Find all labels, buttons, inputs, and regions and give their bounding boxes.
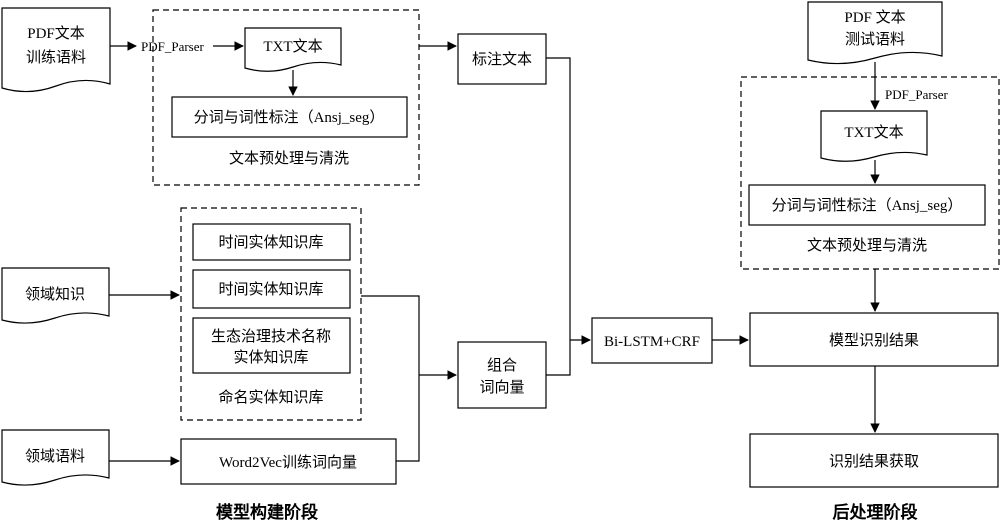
eco-kb-box (192, 317, 351, 374)
eco-kb-line1: 生态治理技术名称 (211, 328, 331, 345)
ner-kb-label: 命名实体知识库 (218, 388, 323, 406)
domain-knowledge-doc: 领域知识 (1, 267, 110, 324)
preprocess-group-left (152, 9, 420, 186)
bilstm-box (591, 317, 713, 364)
time-kb-box-1 (192, 223, 351, 261)
txt-doc-right: TXT文本 (820, 110, 928, 162)
preprocess-group-right (740, 76, 1000, 270)
model-result-label: 模型识别结果 (829, 332, 919, 349)
domain-corpus-doc: 领域语料 (1, 429, 110, 486)
combined-vec-line1: 组合 (487, 357, 517, 374)
stage-build-label: 模型构建阶段 (216, 502, 318, 523)
preprocess-left-label: 文本预处理与清洗 (229, 150, 349, 167)
edge-annotated-to-join (546, 57, 571, 340)
pdf-test-line2: 测试语料 (845, 31, 905, 48)
result-fetch-label: 识别结果获取 (829, 453, 919, 470)
annotated-text-box (457, 33, 547, 85)
txt-right-label: TXT文本 (844, 124, 903, 141)
edge-kb-word2vec-join (361, 295, 420, 462)
time-kb-box-2 (192, 269, 351, 309)
txt-doc-left: TXT文本 (244, 27, 342, 72)
seg-box-right (748, 184, 986, 226)
time-kb-1-label: 时间实体知识库 (218, 234, 323, 251)
eco-kb-line2: 实体知识库 (233, 349, 308, 366)
pdf-parser-left-label: PDF_Parser (141, 39, 205, 54)
pdf-test-doc: PDF 文本 测试语料 (807, 1, 943, 65)
result-fetch-box (749, 433, 999, 488)
combined-vec-box (457, 341, 547, 409)
pdf-test-line1: PDF 文本 (844, 9, 905, 26)
txt-left-label: TXT文本 (263, 38, 322, 55)
model-result-box (749, 312, 999, 367)
domain-corpus-label: 领域语料 (25, 448, 85, 465)
stage-post-label: 后处理阶段 (833, 502, 918, 523)
seg-right-label: 分词与词性标注（Ansj_seg） (772, 197, 963, 214)
domain-knowledge-label: 领域知识 (25, 286, 85, 303)
ner-kb-group (180, 207, 362, 421)
time-kb-2-label: 时间实体知识库 (218, 281, 323, 298)
pdf-train-doc: PDF文本 训练语料 (1, 7, 111, 93)
pdf-train-line2: 训练语料 (26, 49, 86, 66)
combined-vec-line2: 词向量 (479, 379, 524, 396)
pdf-train-line1: PDF文本 (27, 25, 85, 42)
word2vec-label: Word2Vec训练词向量 (219, 454, 357, 471)
seg-left-label: 分词与词性标注（Ansj_seg） (194, 109, 385, 126)
pdf-parser-right-label: PDF_Parser (885, 87, 949, 102)
bilstm-label: Bi-LSTM+CRF (604, 334, 700, 350)
seg-box-left (171, 96, 408, 138)
edge-combined-to-join (546, 340, 571, 376)
preprocess-right-label: 文本预处理与清洗 (807, 237, 927, 254)
annotated-text-label: 标注文本 (472, 51, 532, 68)
